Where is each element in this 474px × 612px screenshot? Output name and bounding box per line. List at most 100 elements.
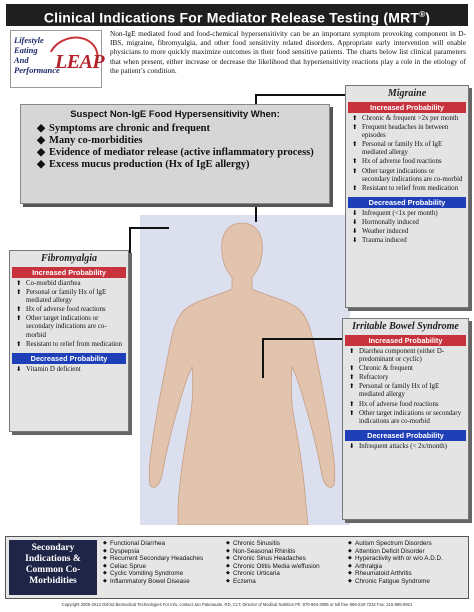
down-arrow-icon: ⬇: [352, 237, 358, 245]
intro-paragraph: Non-IgE mediated food and food-chemical …: [110, 29, 466, 75]
ibs-box: Irritable Bowel Syndrome Increased Proba…: [342, 318, 469, 520]
bullet-icon: ◆: [226, 577, 230, 584]
list-item: ◆Cyclic Vomiting Syndrome: [103, 570, 184, 578]
up-arrow-icon: ⬆: [352, 115, 358, 122]
migraine-decreased-header: Decreased Probability: [348, 196, 466, 208]
bullet-icon: ◆: [37, 147, 46, 158]
secondary-indications-panel: Secondary Indications & Common Co-Morbid…: [5, 536, 469, 599]
list-item: ◆Chronic Sinusitis: [226, 540, 280, 547]
ibs-increased-header: Increased Probability: [345, 335, 466, 346]
list-item: ◆Excess mucus production (Hx of IgE alle…: [37, 159, 250, 170]
title-text: Clinical Indications For Mediator Releas…: [43, 9, 420, 26]
bullet-icon: ◆: [103, 570, 107, 577]
bullet-icon: ◆: [348, 547, 352, 554]
list-item: ◆Chronic Otitis Media w/effusion: [226, 562, 320, 570]
secondary-column-2: ◆Chronic Sinusitis ◆Non-Seasonal Rhiniti…: [226, 540, 320, 586]
up-arrow-icon: ⬆: [352, 141, 358, 149]
connector-ibs-v: [262, 338, 264, 378]
up-arrow-icon: ⬆: [349, 400, 355, 408]
list-item: ⬇Vitamin D deficient: [16, 365, 81, 373]
list-item: ⬆Other target indications or secondary i…: [352, 167, 463, 183]
secondary-indications-label: Secondary Indications & Common Co-Morbid…: [9, 540, 97, 595]
bullet-icon: ◆: [348, 570, 352, 577]
leap-logo: Lifestyle Eating And Performance LEAP: [10, 29, 105, 89]
connector-ibs-h: [262, 338, 342, 340]
up-arrow-icon: ⬆: [349, 374, 355, 382]
list-item: ⬇Infrequent (<1x per month): [352, 209, 438, 217]
bullet-icon: ◆: [103, 562, 107, 569]
list-item: ⬆Refractory: [349, 374, 389, 382]
list-item: ◆Non-Seasonal Rhinitis: [226, 547, 296, 555]
list-item: ⬆Personal or family Hx of IgE mediated a…: [352, 141, 443, 157]
list-item: ⬆Personal or family Hx of IgE mediated a…: [16, 289, 107, 305]
title-registered-mark: ®: [419, 10, 426, 19]
up-arrow-icon: ⬆: [16, 340, 22, 348]
ibs-decreased-header: Decreased Probability: [345, 429, 466, 441]
bullet-icon: ◆: [226, 540, 230, 546]
connector-migraine-h: [255, 94, 345, 96]
bullet-icon: ◆: [226, 562, 230, 569]
migraine-title: Migraine: [387, 88, 427, 99]
list-item: ◆Attention Deficit Disorder: [348, 547, 425, 555]
list-item: ⬆Resistant to relief from medication: [16, 340, 123, 348]
list-item: ⬇Weather induced: [352, 228, 409, 236]
migraine-increased-header: Increased Probability: [348, 102, 466, 113]
down-arrow-icon: ⬇: [352, 218, 358, 226]
bullet-icon: ◆: [348, 555, 352, 562]
list-item: ⬆Other target indications or secondary i…: [349, 409, 462, 425]
down-arrow-icon: ⬇: [349, 442, 355, 450]
list-item: ◆Many co-morbidities: [37, 135, 143, 146]
down-arrow-icon: ⬇: [16, 365, 22, 373]
list-item: ◆Eczema: [226, 577, 256, 585]
secondary-column-1: ◆Functional Diarrhea ◆Dyspepsia ◆Recurre…: [103, 540, 203, 586]
list-item: ⬇Trauma induced: [352, 237, 407, 245]
logo-wordmark: Lifestyle Eating And Performance: [14, 35, 60, 75]
list-item: ◆Autism Spectrum Disorders: [348, 540, 432, 547]
up-arrow-icon: ⬆: [349, 365, 355, 373]
list-item: ⬆Frequent headaches in between episodes: [352, 124, 449, 140]
body-outline: [148, 222, 336, 525]
list-item: ◆Recurrent Secondary Headaches: [103, 555, 204, 563]
list-item: ⬆Hx of adverse food reactions: [352, 158, 442, 166]
bullet-icon: ◆: [226, 555, 230, 562]
list-item: ◆Functional Diarrhea: [103, 540, 165, 547]
up-arrow-icon: ⬆: [16, 315, 22, 323]
fibromyalgia-decreased-list: ⬇Vitamin D deficient: [10, 365, 128, 377]
copyright-footer: Copyright 2005-2013 Oxford Biomedical Te…: [61, 602, 413, 607]
suspect-list: ◆Symptoms are chronic and frequent ◆Many…: [37, 123, 329, 171]
list-item: ◆Rheumatoid Arthritis: [348, 570, 412, 578]
list-item: ⬆Co-morbid diarrhea: [16, 280, 81, 287]
suspect-heading: Suspect Non-IgE Food Hypersensitivity Wh…: [70, 109, 280, 120]
up-arrow-icon: ⬆: [16, 306, 22, 314]
list-item: ⬆Chronic & frequent: [349, 365, 413, 373]
title-close: ): [425, 9, 431, 26]
fibromyalgia-decreased-header: Decreased Probability: [12, 352, 126, 364]
up-arrow-icon: ⬆: [349, 348, 355, 355]
list-item: ⬆Hx of adverse food reactions: [16, 306, 106, 314]
fibromyalgia-increased-list: ⬆Co-morbid diarrhea ⬆Personal or family …: [10, 279, 128, 352]
bullet-icon: ◆: [348, 540, 352, 546]
list-item: ⬇Infrequent attacks (< 2x/month): [349, 442, 447, 450]
list-item: ◆Chronic Fatigue Syndrome: [348, 577, 430, 585]
up-arrow-icon: ⬆: [16, 280, 22, 287]
page-title: Clinical Indications For Mediator Releas…: [6, 4, 468, 26]
list-item: ◆Celiac Sprue: [103, 562, 147, 570]
down-arrow-icon: ⬇: [352, 228, 358, 236]
ibs-increased-list: ⬆Diarrhea component (either D-predominan…: [343, 347, 468, 429]
migraine-decreased-list: ⬇Infrequent (<1x per month) ⬇Hormonally …: [346, 209, 468, 248]
list-item: ⬆Personal or family Hx of IgE mediated a…: [349, 383, 440, 399]
ibs-decreased-list: ⬇Infrequent attacks (< 2x/month): [343, 442, 468, 454]
list-item: ◆Evidence of mediator release (active in…: [37, 147, 314, 158]
bullet-icon: ◆: [348, 577, 352, 584]
list-item: ◆Inflammatory Bowel Disease: [103, 577, 190, 585]
migraine-increased-list: ⬆Chronic & frequent >2x per month ⬆Frequ…: [346, 114, 468, 196]
list-item: ⬆Chronic & frequent >2x per month: [352, 115, 459, 122]
fibromyalgia-title: Fibromyalgia: [40, 253, 98, 264]
up-arrow-icon: ⬆: [352, 184, 358, 192]
list-item: ◆Chronic Urticaria: [226, 570, 280, 578]
up-arrow-icon: ⬆: [16, 289, 22, 297]
up-arrow-icon: ⬆: [349, 383, 355, 391]
ibs-title: Irritable Bowel Syndrome: [352, 321, 459, 332]
bullet-icon: ◆: [103, 547, 107, 554]
bullet-icon: ◆: [226, 570, 230, 577]
